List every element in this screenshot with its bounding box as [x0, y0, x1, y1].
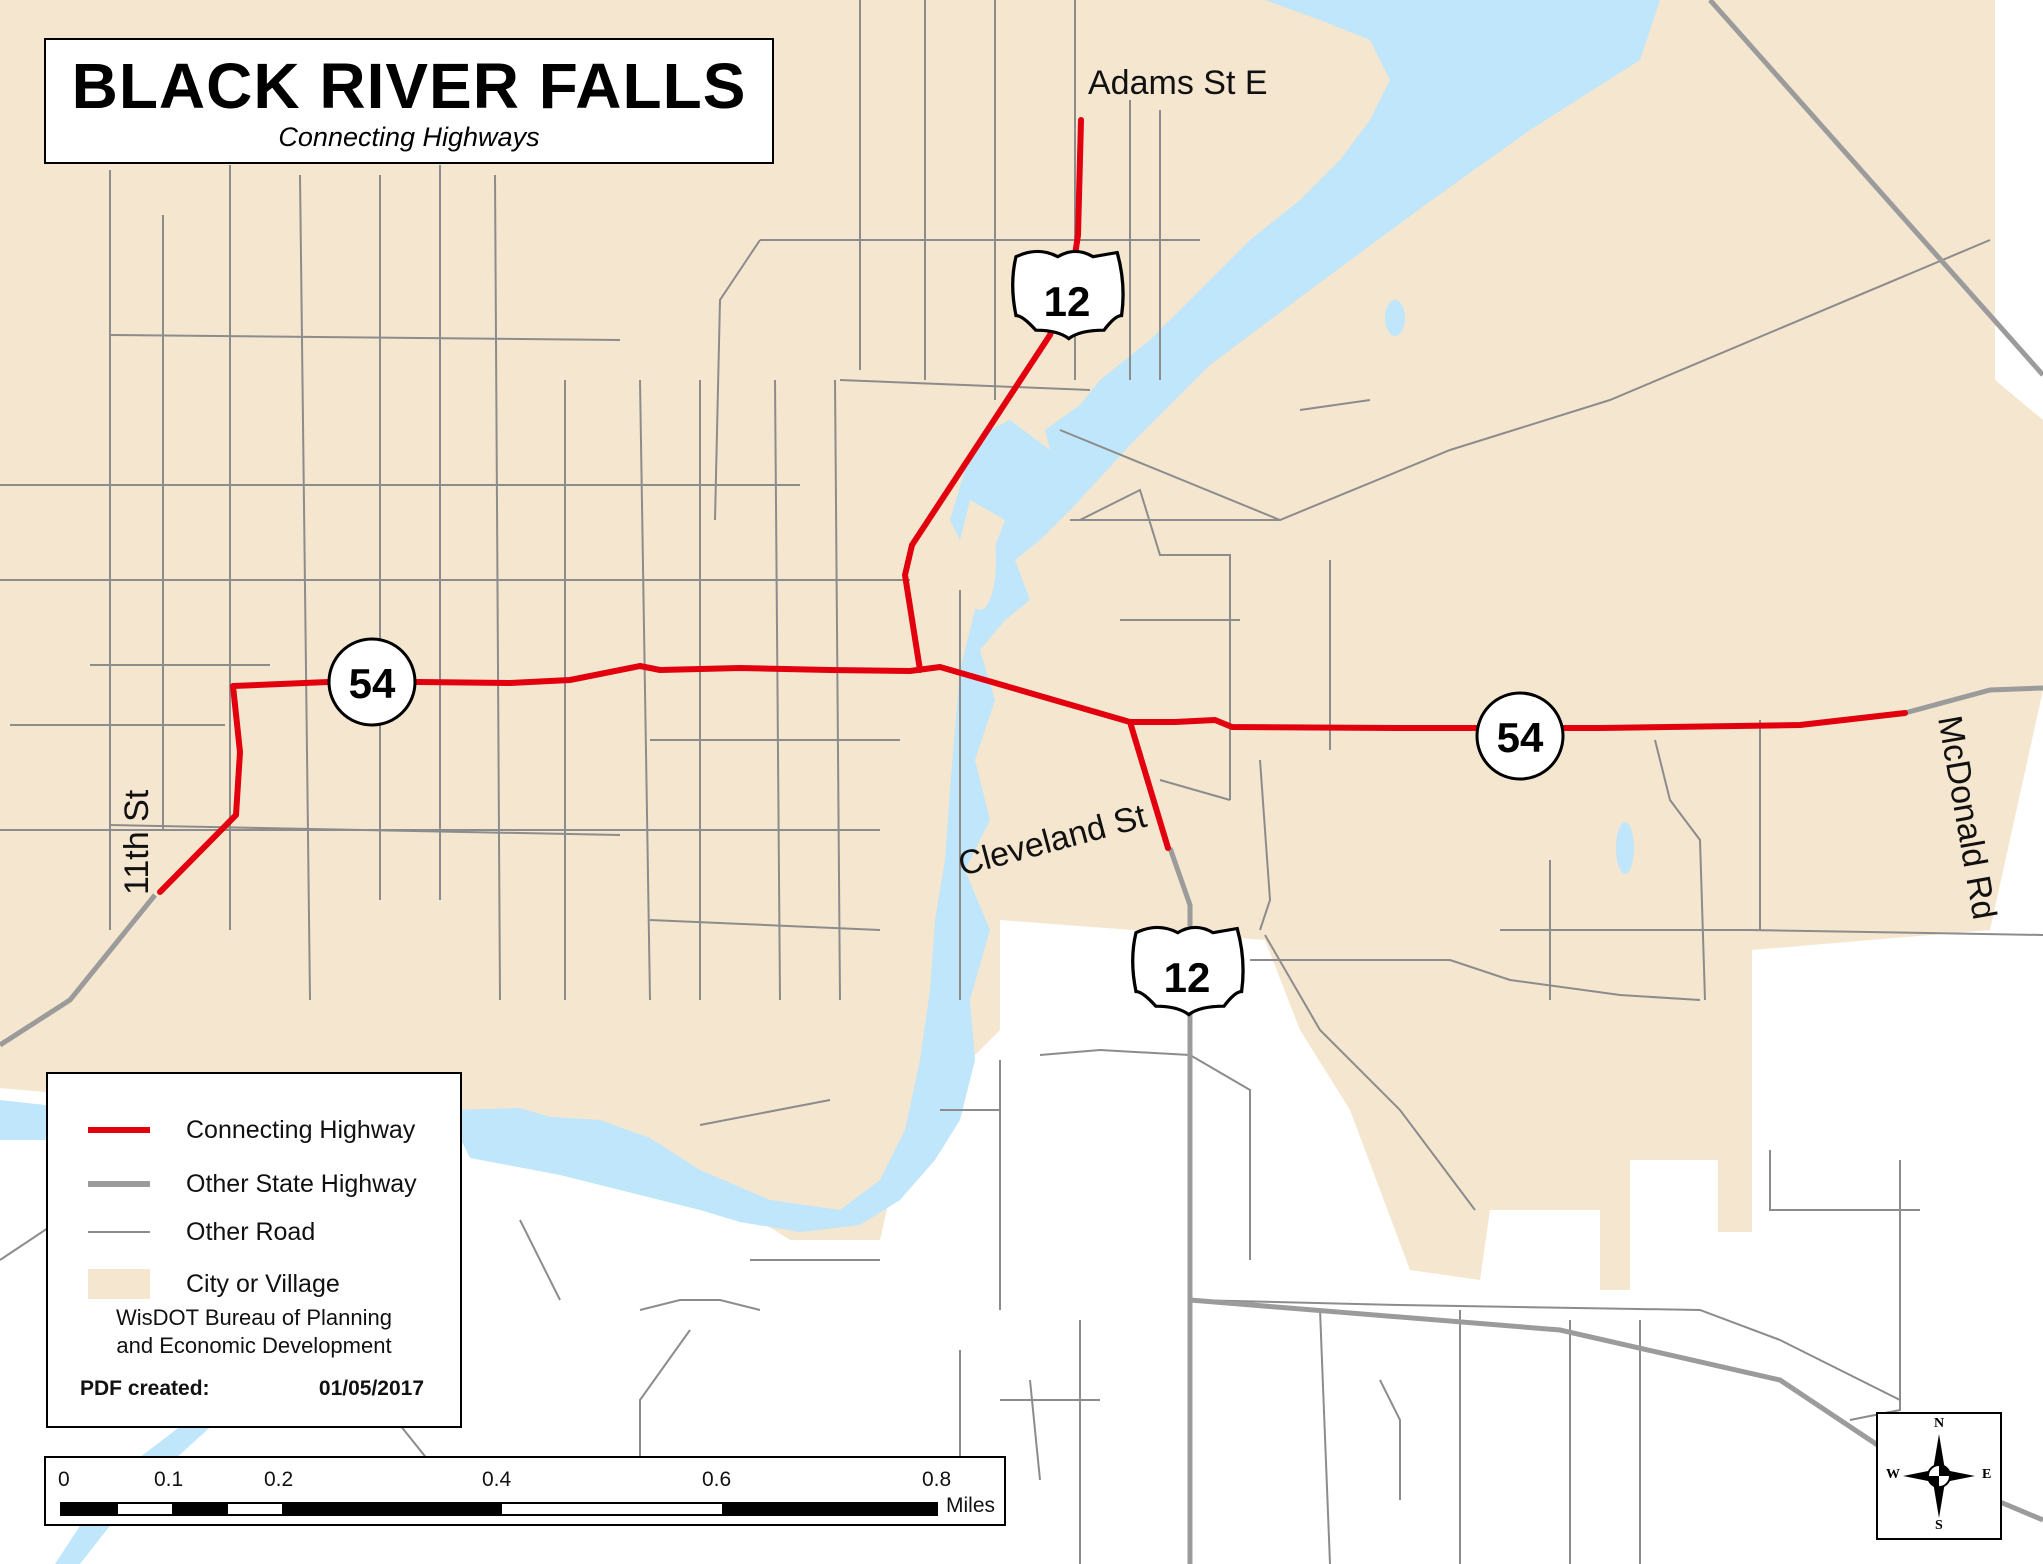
- city-symbol: [88, 1269, 150, 1299]
- legend-item-city-or-village: City or Village: [88, 1264, 340, 1304]
- scale-tick: 0.2: [264, 1468, 294, 1491]
- legend-label: Other State Highway: [186, 1169, 417, 1198]
- label-11th-st: 11th St: [118, 789, 156, 895]
- map-title: BLACK RIVER FALLS: [71, 50, 747, 122]
- svg-text:12: 12: [1164, 954, 1211, 1001]
- svg-text:54: 54: [349, 660, 396, 707]
- pond: [1385, 300, 1405, 336]
- pdf-created-date: 01/05/2017: [318, 1377, 424, 1400]
- title-box: BLACK RIVER FALLS Connecting Highways: [44, 38, 774, 164]
- legend-item-connecting-highway: Connecting Highway: [88, 1110, 415, 1150]
- state-route-54-shield-west: 54: [327, 637, 417, 727]
- wi54-connecting: [157, 663, 1908, 895]
- compass-s: S: [1935, 1518, 1943, 1533]
- scale-bar-graphic: [60, 1502, 938, 1516]
- legend-item-other-state-highway: Other State Highway: [88, 1164, 417, 1204]
- connecting-highways: [157, 117, 1908, 895]
- river: [450, 0, 1660, 1232]
- pdf-created-label: PDF created:: [80, 1377, 210, 1400]
- compass-rose: N S E W: [1876, 1412, 2002, 1540]
- compass-w: W: [1886, 1467, 1900, 1482]
- scale-tick: 0.4: [482, 1468, 512, 1491]
- scale-tick: 0.6: [702, 1468, 732, 1491]
- road-symbol: [88, 1231, 150, 1233]
- state-highway-symbol: [88, 1181, 150, 1187]
- legend: Connecting Highway Other State Highway O…: [46, 1072, 462, 1428]
- pond-east: [1616, 822, 1634, 874]
- scale-units: Miles: [946, 1494, 996, 1517]
- agency-line-1: WisDOT Bureau of Planning: [116, 1305, 392, 1330]
- compass-e: E: [1982, 1467, 1992, 1482]
- map-subtitle: Connecting Highways: [278, 122, 540, 152]
- agency-credit: WisDOT Bureau of Planning and Economic D…: [48, 1304, 460, 1360]
- us12-connecting-north: [902, 117, 1084, 673]
- compass-icon: [1903, 1434, 1975, 1518]
- city-area: [0, 0, 2043, 1290]
- us-route-12-shield-south: 12: [1131, 925, 1245, 1017]
- us-route-12-shield-north: 12: [1011, 249, 1125, 341]
- legend-label: Connecting Highway: [186, 1115, 416, 1144]
- island-gap: [964, 510, 996, 610]
- state-route-54-shield-east: 54: [1475, 691, 1565, 781]
- connecting-highway-symbol: [88, 1127, 150, 1133]
- scale-tick: 0.8: [922, 1468, 952, 1491]
- label-adams-st: Adams St E: [1088, 64, 1268, 102]
- scale-tick: 0: [58, 1468, 70, 1491]
- scale-bar: 0 0.1 0.2 0.4 0.6 0.8 Miles: [44, 1456, 1006, 1526]
- agency-line-2: and Economic Development: [116, 1333, 392, 1358]
- compass-n: N: [1934, 1416, 1945, 1431]
- scale-tick: 0.1: [154, 1468, 184, 1491]
- legend-label: City or Village: [186, 1269, 340, 1298]
- legend-item-other-road: Other Road: [88, 1212, 315, 1252]
- legend-label: Other Road: [186, 1217, 316, 1246]
- svg-text:12: 12: [1044, 278, 1091, 325]
- us12-connecting-south: [1127, 719, 1171, 851]
- svg-text:54: 54: [1497, 714, 1544, 761]
- river-lower: [450, 1108, 640, 1158]
